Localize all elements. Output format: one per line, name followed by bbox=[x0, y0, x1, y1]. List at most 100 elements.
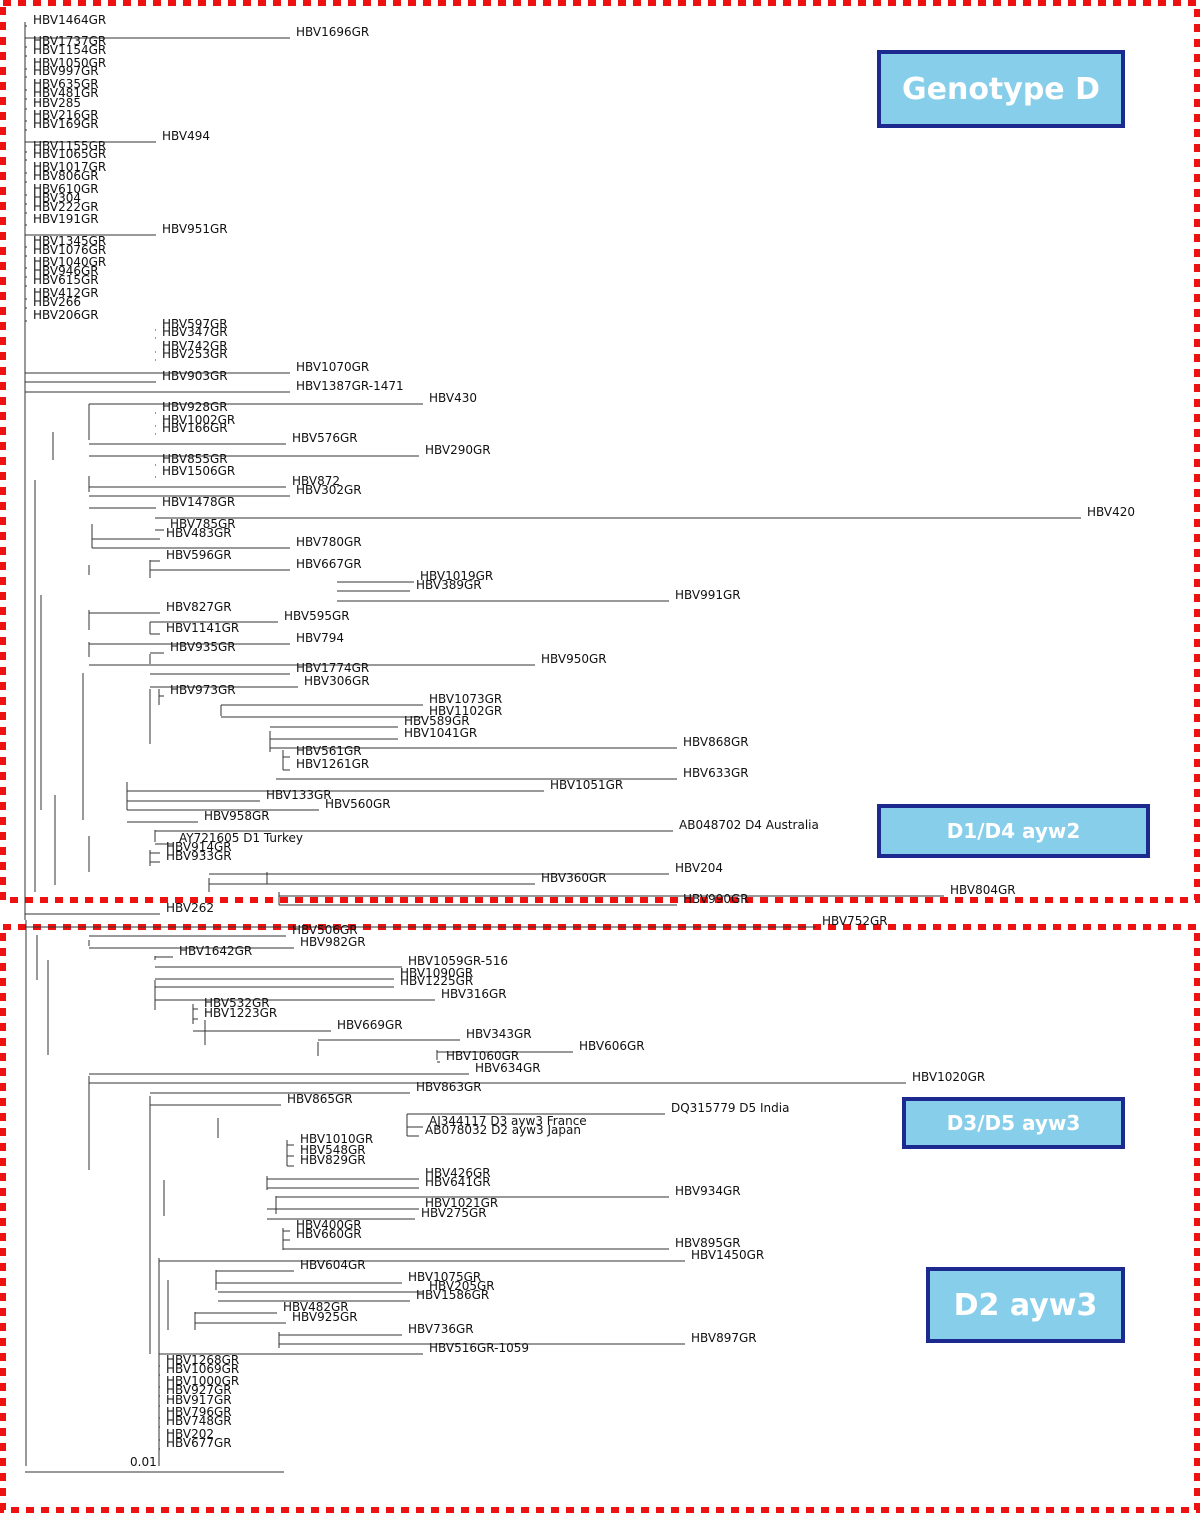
taxon-label: HBV1774GR bbox=[296, 661, 369, 675]
taxon-label: HBV973GR bbox=[170, 683, 236, 697]
taxon-label: HBV420 bbox=[1087, 505, 1135, 519]
taxon-label: HBV1225GR bbox=[400, 974, 473, 988]
taxon-label: HBV669GR bbox=[337, 1018, 403, 1032]
taxon-label: HBV633GR bbox=[683, 766, 749, 780]
taxon-label: HBV897GR bbox=[691, 1331, 757, 1345]
d2-ayw3-label: D2 ayw3 bbox=[926, 1267, 1125, 1343]
scale-bar-label: 0.01 bbox=[130, 1455, 157, 1469]
taxon-label: AJ344117 D3 ayw3 France bbox=[429, 1114, 587, 1128]
taxon-label: HBV1450GR bbox=[691, 1248, 764, 1262]
taxon-label: HBV1642GR bbox=[179, 944, 252, 958]
taxon-label: HBV615GR bbox=[33, 273, 99, 287]
taxon-label: HBV1065GR bbox=[33, 147, 106, 161]
taxon-label: HBV347GR bbox=[162, 325, 228, 339]
taxon-label: HBV935GR bbox=[170, 640, 236, 654]
taxon-label: HBV997GR bbox=[33, 64, 99, 78]
taxon-label: HBV412GR bbox=[33, 286, 99, 300]
taxon-label: HBV660GR bbox=[296, 1227, 362, 1241]
taxon-label: HBV1696GR bbox=[296, 25, 369, 39]
taxon-label: HBV934GR bbox=[675, 1184, 741, 1198]
d1-d4-ayw2-label: D1/D4 ayw2 bbox=[877, 804, 1150, 858]
taxon-label: HBV1041GR bbox=[404, 726, 477, 740]
taxon-label: HBV927GR bbox=[166, 1383, 232, 1397]
taxon-label: HBV1090GR bbox=[400, 966, 473, 980]
taxon-label: HBV133GR bbox=[266, 788, 332, 802]
taxon-label: HBV275GR bbox=[421, 1206, 487, 1220]
taxon-label: HBV748GR bbox=[166, 1414, 232, 1428]
taxon-label: HBV933GR bbox=[166, 849, 232, 863]
taxon-label: HBV742GR bbox=[162, 339, 228, 353]
taxon-label: HBV482GR bbox=[283, 1300, 349, 1314]
taxon-label: HBV262 bbox=[166, 901, 214, 915]
taxon-label: HBV548GR bbox=[300, 1143, 366, 1157]
taxon-label: HBV1073GR bbox=[429, 692, 502, 706]
taxon-label: HBV166GR bbox=[162, 421, 228, 435]
taxon-label: HBV316GR bbox=[441, 987, 507, 1001]
taxon-label: HBV532GR bbox=[204, 996, 270, 1010]
taxon-label: HBV204 bbox=[675, 861, 723, 875]
taxon-label: HBV806GR bbox=[33, 169, 99, 183]
taxon-label: HBV796GR bbox=[166, 1405, 232, 1419]
taxon-label: HBV389GR bbox=[416, 578, 482, 592]
taxon-label: HBV865GR bbox=[287, 1092, 353, 1106]
taxon-label: HBV804GR bbox=[950, 883, 1016, 897]
taxon-label: HBV677GR bbox=[166, 1436, 232, 1450]
taxon-label: HBV205GR bbox=[429, 1279, 495, 1293]
taxon-label: HBV561GR bbox=[296, 744, 362, 758]
taxon-label: HBV606GR bbox=[579, 1039, 645, 1053]
taxon-label: HBV302GR bbox=[296, 483, 362, 497]
taxon-label: HBV752GR bbox=[822, 914, 888, 928]
taxon-label: HBV1102GR bbox=[429, 704, 502, 718]
taxon-label: HBV285 bbox=[33, 96, 81, 110]
taxon-label: HBV253GR bbox=[162, 347, 228, 361]
taxon-label: HBV1002GR bbox=[162, 413, 235, 427]
taxon-label: HBV1464GR bbox=[33, 13, 106, 27]
clade-frame-1 bbox=[0, 0, 1200, 903]
taxon-label: HBV903GR bbox=[162, 369, 228, 383]
taxon-label: HBV780GR bbox=[296, 535, 362, 549]
taxon-label: HBV917GR bbox=[166, 1393, 232, 1407]
taxon-label: HBV516GR-1059 bbox=[429, 1341, 529, 1355]
taxon-label: HBV872 bbox=[292, 474, 340, 488]
taxon-label: AY721605 D1 Turkey bbox=[179, 831, 303, 845]
taxon-label: HBV1000GR bbox=[166, 1374, 239, 1388]
taxon-label: HBV560GR bbox=[325, 797, 391, 811]
taxon-label: HBV1387GR-1471 bbox=[296, 379, 404, 393]
taxon-label: HBV990GR bbox=[683, 892, 749, 906]
taxon-label: HBV946GR bbox=[33, 264, 99, 278]
taxon-label: HBV1268GR bbox=[166, 1353, 239, 1367]
taxon-label: HBV951GR bbox=[162, 222, 228, 236]
taxon-label: HBV1154GR bbox=[33, 43, 106, 57]
taxon-label: HBV1223GR bbox=[204, 1006, 277, 1020]
taxon-label: HBV1155GR bbox=[33, 139, 106, 153]
taxon-label: HBV481GR bbox=[33, 86, 99, 100]
clade-frame-2 bbox=[0, 924, 1200, 1513]
taxon-label: HBV1040GR bbox=[33, 255, 106, 269]
taxon-label: HBV991GR bbox=[675, 588, 741, 602]
taxon-label: HBV958GR bbox=[204, 809, 270, 823]
taxon-label: HBV426GR bbox=[425, 1166, 491, 1180]
taxon-label: HBV1050GR bbox=[33, 56, 106, 70]
taxon-label: HBV206GR bbox=[33, 308, 99, 322]
taxon-label: HBV1020GR bbox=[912, 1070, 985, 1084]
taxon-label: HBV667GR bbox=[296, 557, 362, 571]
taxon-label: HBV1506GR bbox=[162, 464, 235, 478]
taxon-label: HBV576GR bbox=[292, 431, 358, 445]
taxon-label: HBV610GR bbox=[33, 182, 99, 196]
taxon-label: HBV1345GR bbox=[33, 234, 106, 248]
taxon-label: AB078032 D2 ayw3 Japan bbox=[425, 1123, 581, 1137]
taxon-label: HBV794 bbox=[296, 631, 344, 645]
genotype-d-label: Genotype D bbox=[877, 50, 1125, 128]
taxon-label: HBV1060GR bbox=[446, 1049, 519, 1063]
taxon-label: HBV855GR bbox=[162, 452, 228, 466]
taxon-label: HBV494 bbox=[162, 129, 210, 143]
taxon-label: HBV863GR bbox=[416, 1080, 482, 1094]
taxon-label: HBV1051GR bbox=[550, 778, 623, 792]
taxon-label: HBV1075GR bbox=[408, 1270, 481, 1284]
taxon-label: HBV1141GR bbox=[166, 621, 239, 635]
taxon-label: HBV1021GR bbox=[425, 1196, 498, 1210]
taxon-label: HBV202 bbox=[166, 1427, 214, 1441]
taxon-label: HBV304 bbox=[33, 191, 81, 205]
taxon-label: HBV1019GR bbox=[420, 569, 493, 583]
taxon-label: HBV595GR bbox=[284, 609, 350, 623]
